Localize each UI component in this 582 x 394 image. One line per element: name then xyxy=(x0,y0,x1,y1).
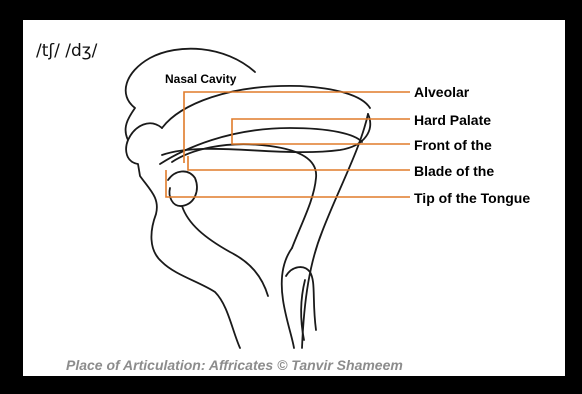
label-front-of-tongue: Front of the xyxy=(414,137,492,153)
leader-hard-palate-front xyxy=(232,119,410,144)
leader-blade xyxy=(188,156,410,170)
leader-lines xyxy=(166,92,410,197)
label-alveolar: Alveolar xyxy=(414,84,470,100)
nasal-cavity-label: Nasal Cavity xyxy=(165,72,237,86)
label-hard-palate: Hard Palate xyxy=(414,112,491,128)
phoneme-symbols: /tʃ/ /dʒ/ xyxy=(36,41,98,61)
label-blade-of-tongue: Blade of the xyxy=(414,163,494,179)
label-tip-of-tongue: Tip of the Tongue xyxy=(414,190,530,206)
leader-tip xyxy=(166,170,410,197)
head-outline xyxy=(126,49,371,348)
caption-credit: Place of Articulation: Affricates © Tanv… xyxy=(66,357,403,373)
